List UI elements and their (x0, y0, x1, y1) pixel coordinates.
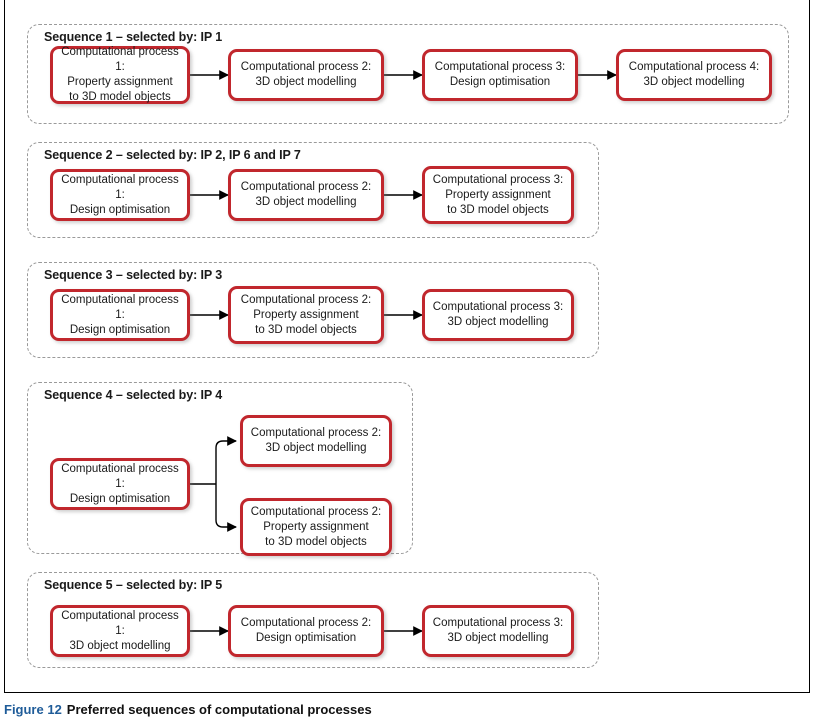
process-node[interactable]: Computational process 4: 3D object model… (616, 49, 772, 101)
process-node[interactable]: Computational process 1: 3D object model… (50, 605, 190, 657)
process-node-label: Computational process 3: 3D object model… (432, 301, 564, 328)
process-node-label: Computational process 1: Property assign… (61, 46, 179, 103)
sequence-container-3: Sequence 3 – selected by: IP 3 Computati… (27, 262, 599, 358)
figure-caption: Figure 12 Preferred sequences of computat… (4, 702, 372, 717)
process-node-branch-upper[interactable]: Computational process 2: 3D object model… (240, 415, 392, 467)
sequence-title-1: Sequence 1 – selected by: IP 1 (44, 30, 223, 44)
process-node[interactable]: Computational process 2: Property assign… (228, 286, 384, 344)
process-node-label: Computational process 3: Property assign… (432, 173, 564, 216)
sequence-title-3: Sequence 3 – selected by: IP 3 (44, 268, 223, 282)
process-node[interactable]: Computational process 2: 3D object model… (228, 49, 384, 101)
process-node-label: Computational process 2: 3D object model… (250, 427, 382, 454)
process-node[interactable]: Computational process 1: Design optimisa… (50, 289, 190, 341)
process-node-label: Computational process 1: Design optimisa… (61, 173, 179, 216)
process-node-label: Computational process 2: Property assign… (240, 293, 372, 336)
process-node[interactable]: Computational process 2: 3D object model… (228, 169, 384, 221)
sequence-title-5: Sequence 5 – selected by: IP 5 (44, 578, 223, 592)
process-node-label: Computational process 3: Design optimisa… (434, 61, 566, 88)
sequence-title-2: Sequence 2 – selected by: IP 2, IP 6 and… (44, 148, 301, 162)
sequence-title-4: Sequence 4 – selected by: IP 4 (44, 388, 223, 402)
process-node-label: Computational process 4: 3D object model… (628, 61, 760, 88)
figure-caption-text: Preferred sequences of computational pro… (66, 702, 372, 717)
process-node-label: Computational process 1: 3D object model… (61, 609, 179, 652)
figure-frame: Sequence 1 – selected by: IP 1 Computati… (4, 0, 810, 693)
process-node[interactable]: Computational process 1: Design optimisa… (50, 458, 190, 510)
process-node[interactable]: Computational process 1: Property assign… (50, 46, 190, 104)
process-node-label: Computational process 2: Design optimisa… (240, 617, 372, 644)
process-node[interactable]: Computational process 1: Design optimisa… (50, 169, 190, 221)
process-node[interactable]: Computational process 2: Design optimisa… (228, 605, 384, 657)
sequence-container-5: Sequence 5 – selected by: IP 5 Computati… (27, 572, 599, 668)
process-node[interactable]: Computational process 3: 3D object model… (422, 289, 574, 341)
process-node-label: Computational process 2: 3D object model… (240, 61, 372, 88)
process-node-label: Computational process 3: 3D object model… (432, 617, 564, 644)
process-node-label: Computational process 2: Property assign… (250, 505, 382, 548)
process-node-branch-lower[interactable]: Computational process 2: Property assign… (240, 498, 392, 556)
process-node[interactable]: Computational process 3: Property assign… (422, 166, 574, 224)
process-node-label: Computational process 1: Design optimisa… (61, 462, 179, 505)
sequence-container-4: Sequence 4 – selected by: IP 4 Computati… (27, 382, 413, 556)
process-node-label: Computational process 1: Design optimisa… (61, 293, 179, 336)
figure-caption-number: Figure 12 (4, 702, 62, 717)
process-node[interactable]: Computational process 3: Design optimisa… (422, 49, 578, 101)
process-node[interactable]: Computational process 3: 3D object model… (422, 605, 574, 657)
process-node-label: Computational process 2: 3D object model… (240, 181, 372, 208)
sequence-container-1: Sequence 1 – selected by: IP 1 Computati… (27, 24, 789, 124)
sequence-container-2: Sequence 2 – selected by: IP 2, IP 6 and… (27, 142, 599, 238)
